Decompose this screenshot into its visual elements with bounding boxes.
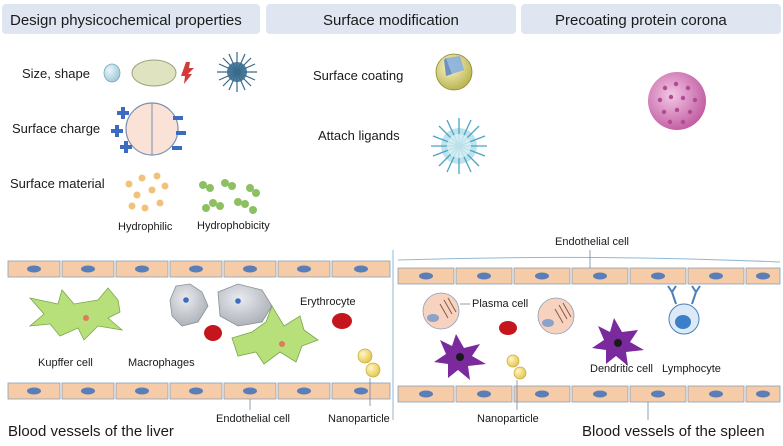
ligand-particle-icon — [431, 118, 487, 174]
spleen-nanoparticle-label: Nanoparticle — [477, 413, 539, 425]
spleen-vessel-wall-top — [397, 256, 781, 263]
hydrophobicity-label: Hydrophobicity — [197, 220, 270, 232]
spleen-endothelial-top — [397, 267, 781, 285]
attach-ligands-label: Attach ligands — [318, 128, 400, 143]
erythrocyte-spleen-icon — [499, 321, 517, 335]
kupffer-nucleus — [83, 315, 89, 321]
header-precoating: Precoating protein corona — [555, 12, 727, 29]
macrophage-icon — [169, 283, 209, 327]
macrophages-label: Macrophages — [128, 357, 195, 369]
size-shape-label: Size, shape — [22, 66, 90, 81]
surface-coating-label: Surface coating — [313, 68, 403, 83]
erythrocyte-icon — [204, 325, 222, 341]
spiky-particle-icon — [217, 52, 257, 92]
kupffer-label: Kupffer cell — [38, 357, 93, 369]
dendritic-cell-label: Dendritic cell — [590, 363, 653, 375]
spleen-title: Blood vessels of the spleen — [582, 423, 765, 440]
positive-charge-icon — [111, 107, 132, 153]
macrophage-2-icon — [217, 283, 273, 327]
kupffer-cell-icon — [28, 287, 124, 341]
nanoparticle-liver-icon — [357, 348, 381, 378]
plasma-cell-2-icon — [537, 297, 575, 335]
negative-charge-icon — [172, 116, 186, 150]
lymphocyte-label: Lymphocyte — [662, 363, 721, 375]
erythrocyte-label: Erythrocyte — [300, 296, 356, 308]
spleen-endothelial-label: Endothelial cell — [555, 236, 629, 248]
liver-title: Blood vessels of the liver — [8, 423, 174, 440]
header-bar-surface-mod — [266, 4, 516, 34]
lymphocyte-icon — [667, 285, 701, 335]
erythrocyte-2-icon — [332, 313, 352, 329]
protein-corona-particle-icon — [648, 72, 706, 130]
surface-material-label: Surface material — [10, 176, 105, 191]
disc-particle-icon — [131, 59, 177, 87]
header-bar-design — [2, 4, 260, 34]
kupffer-cell-2-icon — [231, 305, 319, 365]
rod-particle-icon — [181, 62, 194, 84]
kupffer-nucleus-2 — [279, 341, 285, 347]
nanoparticle-spleen-icon — [506, 354, 527, 380]
liver-endothelial-label: Endothelial cell — [216, 413, 290, 425]
sphere-small-icon — [103, 63, 121, 83]
hydrophilic-label: Hydrophilic — [118, 221, 173, 233]
header-design: Design physicochemical properties — [10, 12, 242, 29]
surface-charge-label: Surface charge — [12, 121, 100, 136]
spleen-endothelial-bottom — [397, 385, 781, 403]
header-bar-precoating — [521, 4, 781, 34]
liver-endothelial-top — [7, 260, 391, 278]
plasma-cell-icon — [422, 292, 460, 330]
liver-nanoparticle-label: Nanoparticle — [328, 413, 390, 425]
hydrophilic-particles-icon — [125, 172, 169, 212]
plasma-cell-label: Plasma cell — [472, 298, 528, 310]
header-surface-mod: Surface modification — [323, 12, 459, 29]
liver-endothelial-bottom — [7, 382, 391, 400]
coated-particle-icon — [435, 53, 473, 91]
hydrophobic-particles-icon — [199, 179, 260, 214]
